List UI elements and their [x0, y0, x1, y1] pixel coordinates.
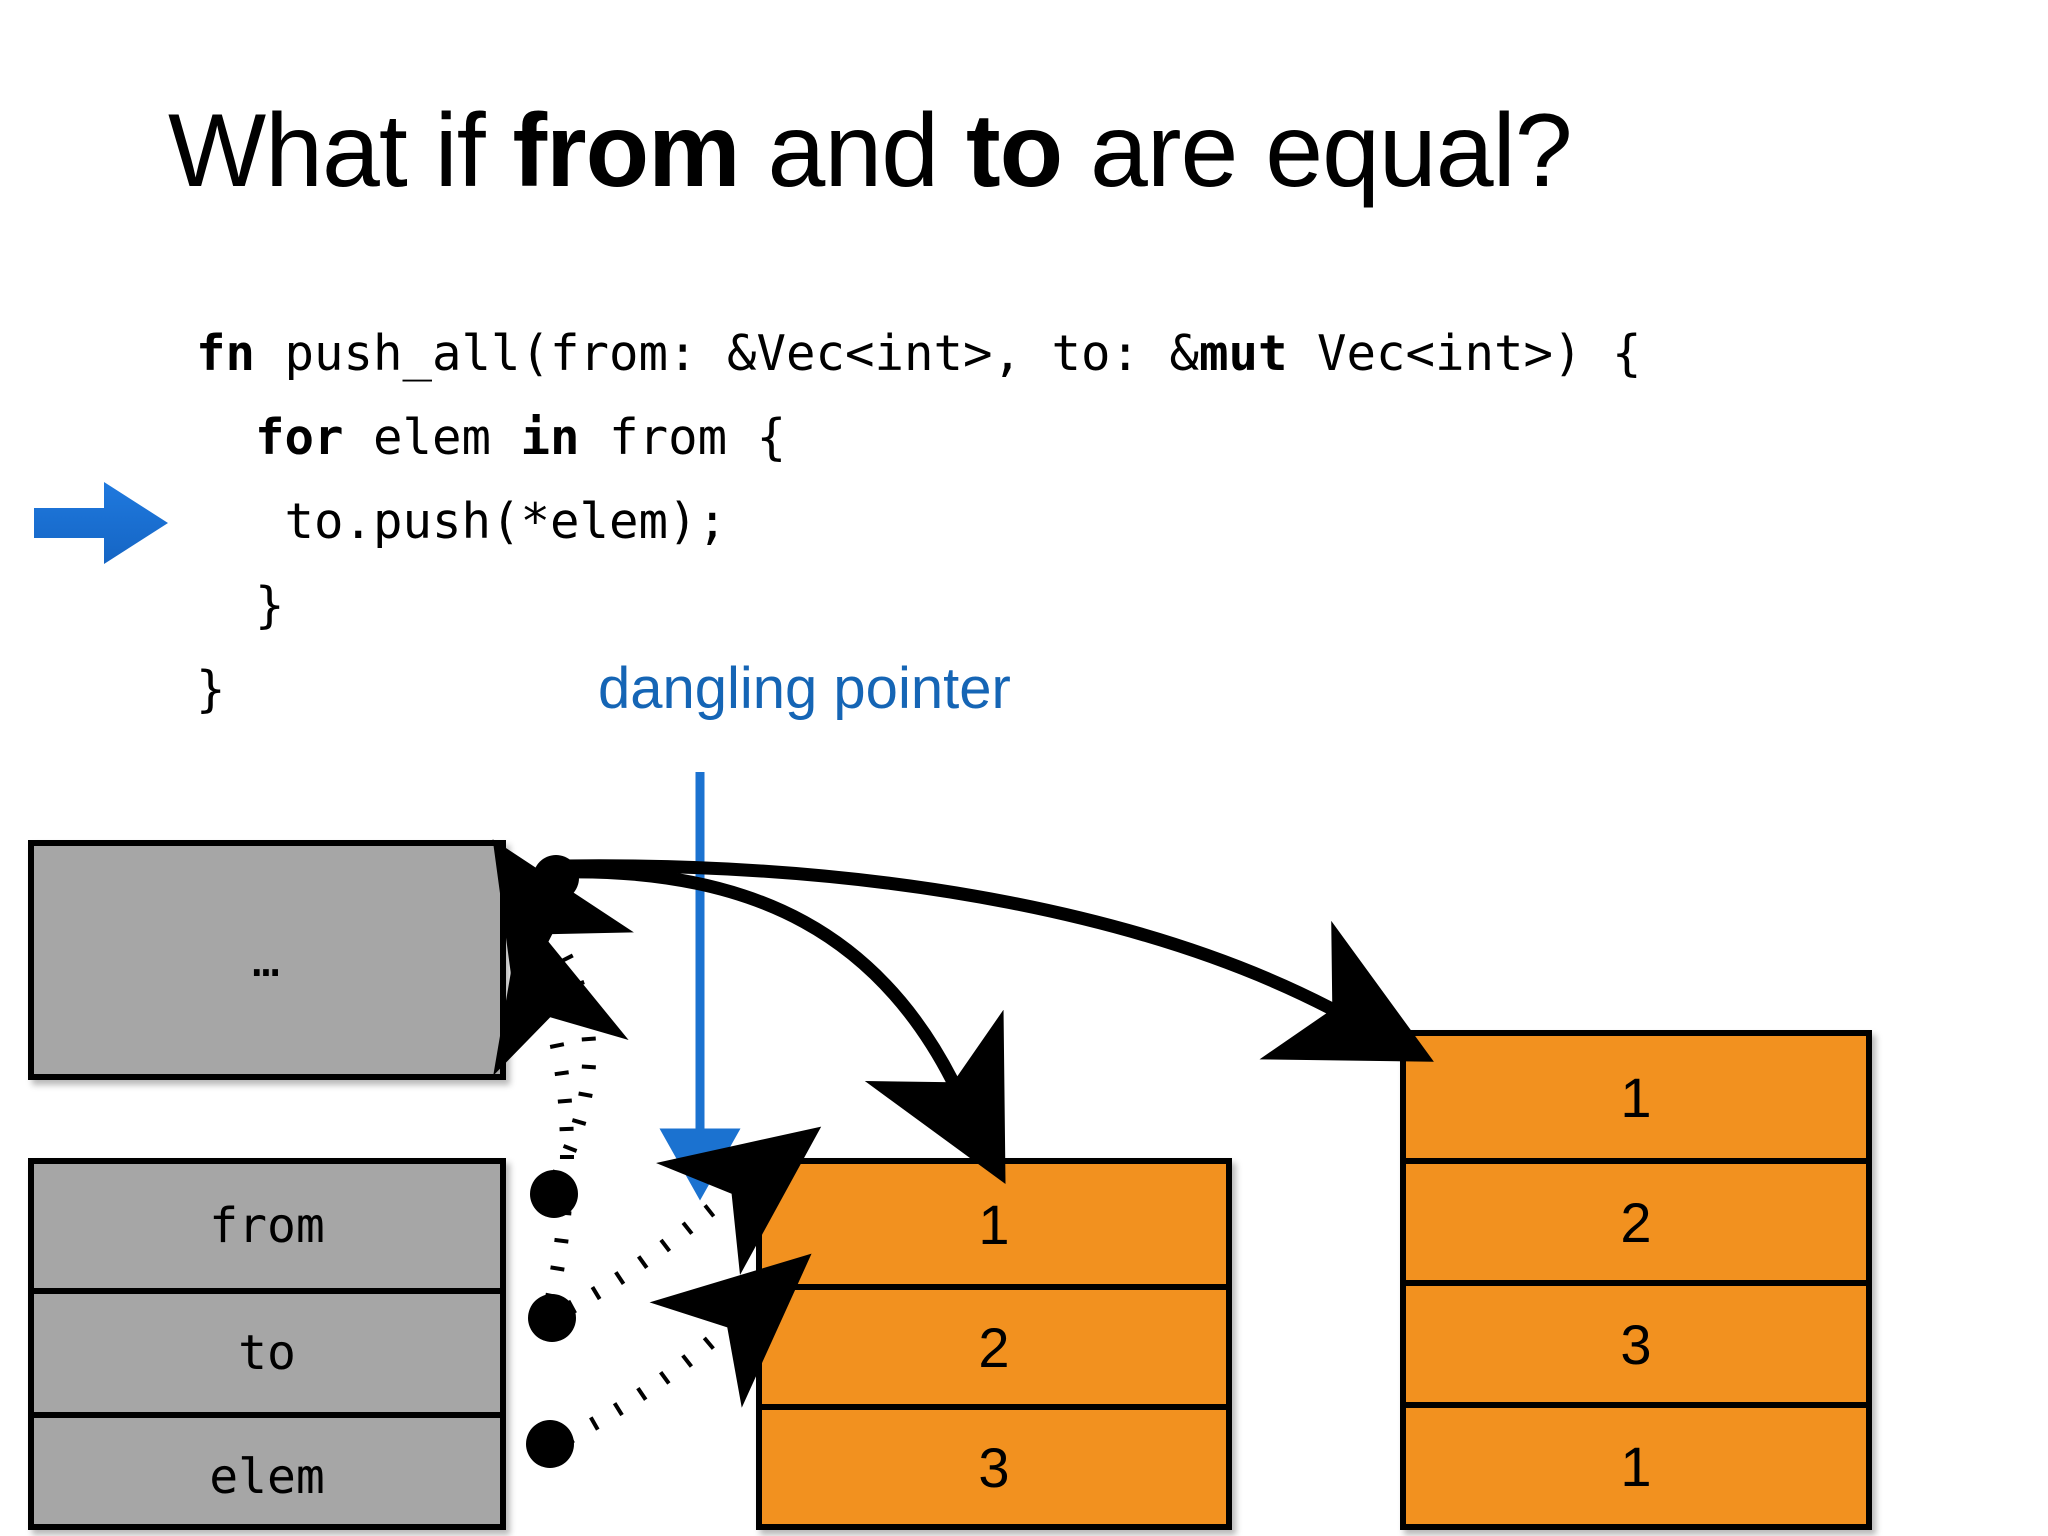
code-line-2-tail: from { — [579, 409, 787, 466]
code-keyword-for: for — [255, 409, 344, 466]
vec-cell-value: 3 — [978, 1435, 1010, 1499]
to-to-vec-left-dashed-arrow — [566, 1126, 822, 1315]
code-line-2-indent — [196, 409, 255, 466]
to-to-heap-dashed-arrow — [493, 908, 629, 1300]
vec-cell-value: 1 — [1620, 1434, 1652, 1498]
vec-right-cell: 2 — [1406, 1158, 1866, 1280]
heap-pointer-dot — [533, 855, 579, 901]
title-part-middle: and — [739, 93, 966, 209]
code-keyword-mut: mut — [1199, 325, 1288, 382]
step-marker-arrow-icon — [34, 482, 168, 564]
dangling-pointer-label: dangling pointer — [598, 656, 1011, 721]
stack-frame: from to elem — [28, 1158, 506, 1530]
vec-cell-value: 1 — [1620, 1065, 1652, 1129]
code-line-2-mid: elem — [343, 409, 521, 466]
vec-cell-value: 1 — [978, 1192, 1010, 1256]
vec-left-cell: 3 — [762, 1404, 1226, 1524]
title-part-suffix: are equal? — [1062, 93, 1573, 209]
heap-to-vec-right-arrow — [559, 859, 1434, 1062]
stack-from-pointer-dot — [530, 1170, 578, 1218]
code-line-5: } — [196, 661, 226, 718]
vec-cell-value: 2 — [978, 1315, 1010, 1379]
code-line-1-body: push_all(from: &Vec<int>, to: & — [255, 325, 1200, 382]
code-keyword-fn: fn — [196, 325, 256, 382]
title-part-prefix: What if — [168, 93, 513, 209]
code-line-1: fn push_all(from: &Vec<int>, to: &mut Ve… — [196, 312, 1642, 396]
code-line-3: to.push(*elem); — [196, 493, 728, 550]
vec-left-cell: 2 — [762, 1284, 1226, 1404]
stack-row-to: to — [34, 1288, 500, 1412]
code-line-2: for elem in from { — [196, 396, 1642, 480]
vec-cell-value: 3 — [1620, 1312, 1652, 1376]
code-line-4: } — [196, 577, 285, 634]
code-keyword-in: in — [520, 409, 580, 466]
stack-row-from: from — [34, 1164, 500, 1288]
title-keyword-from: from — [512, 93, 741, 209]
vec-right-buffer: 1 2 3 1 — [1400, 1030, 1872, 1530]
stack-row-label: elem — [209, 1449, 325, 1505]
stack-to-pointer-dot — [528, 1294, 576, 1342]
vec-cell-value: 2 — [1620, 1190, 1652, 1254]
page-title: What if from and to are equal? — [168, 96, 1968, 206]
vec-right-cell: 1 — [1406, 1402, 1866, 1524]
code-line-1-tail: Vec<int>) { — [1287, 325, 1642, 382]
title-keyword-to: to — [965, 93, 1063, 209]
elem-to-vec-left-dashed-arrow — [564, 1253, 812, 1445]
vec-left-buffer: 1 2 3 — [756, 1158, 1232, 1530]
stack-elem-pointer-dot — [526, 1420, 574, 1468]
heap-ellipsis: … — [252, 933, 282, 987]
stack-row-label: to — [238, 1325, 296, 1381]
vec-left-cell: 1 — [762, 1164, 1226, 1284]
from-to-heap-dashed-arrow — [492, 839, 634, 1180]
vec-right-cell: 3 — [1406, 1280, 1866, 1402]
stack-row-label: from — [209, 1198, 325, 1254]
stack-row-elem: elem — [34, 1412, 500, 1536]
heap-to-vec-left-arrow — [555, 865, 1006, 1185]
heap-block: … — [28, 840, 506, 1080]
vec-right-cell: 1 — [1406, 1036, 1866, 1158]
code-block: fn push_all(from: &Vec<int>, to: &mut Ve… — [196, 312, 1642, 732]
